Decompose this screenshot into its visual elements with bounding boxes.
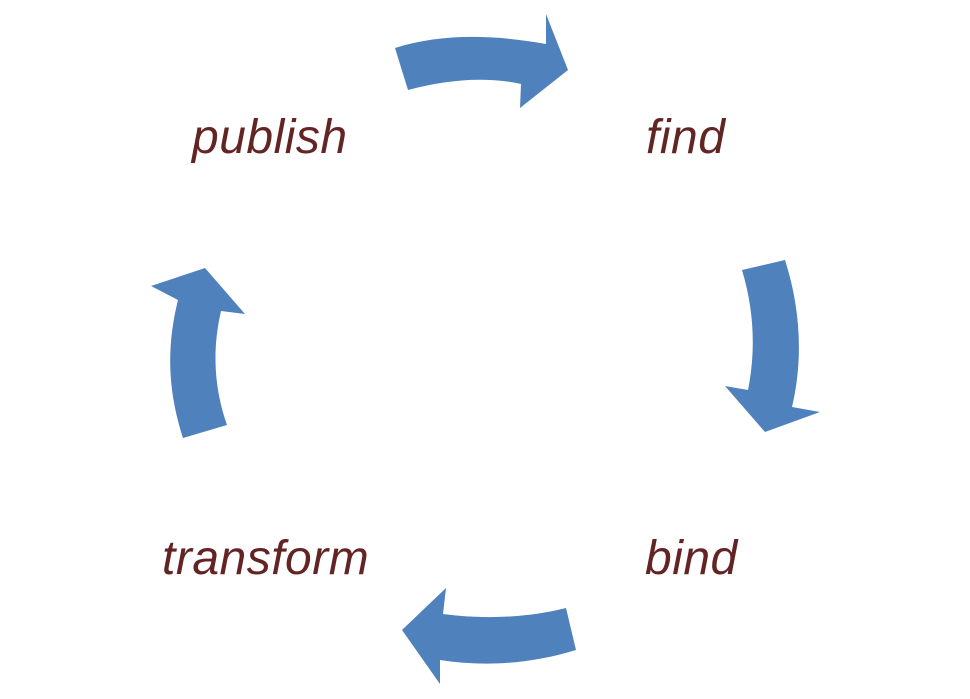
- step-label-bind: bind: [645, 532, 738, 585]
- arrow-publish-to-find: [395, 14, 568, 108]
- arrow-bind-to-transform: [402, 588, 576, 684]
- arrow-find-to-bind: [725, 260, 820, 432]
- step-label-publish: publish: [192, 111, 348, 164]
- step-label-find: find: [646, 111, 726, 164]
- step-label-transform: transform: [162, 532, 370, 585]
- arrow-transform-to-publish: [151, 268, 245, 438]
